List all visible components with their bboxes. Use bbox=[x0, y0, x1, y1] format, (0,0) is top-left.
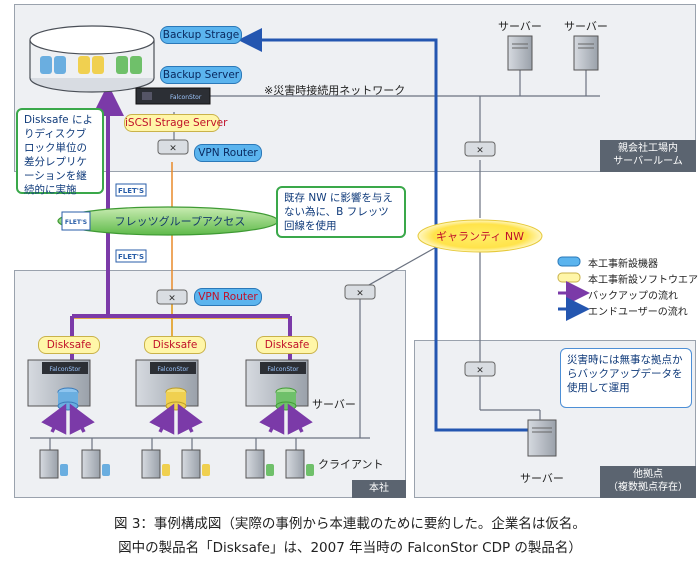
svg-text:✕: ✕ bbox=[356, 289, 364, 299]
flets-note: 既存 NW に影響を与えない為に、B フレッツ回線を使用 bbox=[276, 186, 406, 238]
branch-server-icon bbox=[527, 419, 557, 457]
top-server-2-label: サーバー bbox=[564, 20, 608, 33]
hq-server-1: FalconStor bbox=[27, 359, 91, 411]
hq-distribution bbox=[71, 304, 291, 336]
branch-note: 災害時には無事な拠点からバックアップデータを使用して運用 bbox=[560, 348, 692, 408]
legend-new-software: 本工事新設ソフトウエア bbox=[588, 275, 698, 286]
flets-logo-bottom: FLET'S bbox=[115, 249, 147, 263]
backup-strage-label: Backup Strage bbox=[160, 26, 242, 44]
backup-storage-icon bbox=[29, 25, 155, 93]
router-branch-icon: ✕ bbox=[464, 361, 496, 377]
svg-text:FLET'S: FLET'S bbox=[65, 219, 87, 226]
svg-text:✕: ✕ bbox=[169, 144, 177, 154]
iscsi-server-label: iSCSI Strage Server bbox=[124, 114, 227, 132]
zone-label-branch-text: 他拠点 （複数拠点存在） bbox=[608, 469, 688, 493]
client-lan bbox=[30, 437, 370, 450]
zone-label-headquarters-text: 本社 bbox=[369, 483, 389, 494]
emergency-network-label: ※災害時接続用ネットワーク bbox=[264, 84, 406, 97]
svg-text:FalconStor: FalconStor bbox=[157, 366, 189, 373]
hq-server-label: サーバー bbox=[312, 398, 356, 411]
vpn-router-top-label: VPN Router bbox=[194, 144, 262, 162]
legend-swatches bbox=[557, 256, 590, 321]
network-lines-guarantee bbox=[359, 244, 481, 438]
zone-label-branch: 他拠点 （複数拠点存在） bbox=[600, 466, 696, 498]
guarantee-nw-label: ギャランティ NW bbox=[436, 230, 524, 243]
svg-text:FalconStor: FalconStor bbox=[267, 366, 299, 373]
legend-new-device: 本工事新設機器 bbox=[588, 259, 658, 270]
zone-label-headquarters: 本社 bbox=[352, 480, 406, 498]
top-server-2 bbox=[573, 35, 599, 71]
legend-backup-flow: バックアップの流れ bbox=[588, 291, 678, 302]
legend-enduser-flow: エンドユーザーの流れ bbox=[588, 307, 688, 318]
client-label: クライアント bbox=[318, 458, 384, 471]
svg-text:✕: ✕ bbox=[476, 366, 484, 376]
disksafe-note: Disksafe によりディスクブロック単位の差分レプリケーションを継続的に実施 bbox=[16, 108, 104, 196]
caption-line-1: 図 3：事例構成図（実際の事例から本連載のために要約した。企業名は仮名。 bbox=[114, 516, 586, 532]
router-hq-right-icon: ✕ bbox=[344, 284, 376, 300]
zone-label-server-room-text: 親会社工場内 サーバールーム bbox=[613, 143, 683, 167]
disksafe-3-label: Disksafe bbox=[256, 336, 318, 354]
guarantee-nw-oval bbox=[417, 219, 543, 253]
client-backup-arrows bbox=[41, 403, 313, 435]
top-server-1 bbox=[507, 35, 533, 71]
disksafe-2-label: Disksafe bbox=[144, 336, 206, 354]
svg-text:FLET'S: FLET'S bbox=[118, 253, 144, 261]
flets-oval-logo bbox=[61, 211, 91, 231]
hq-server-2: FalconStor bbox=[135, 359, 199, 411]
client-pcs bbox=[39, 449, 314, 479]
hq-server-3: FalconStor bbox=[245, 359, 309, 411]
top-server-1-label: サーバー bbox=[498, 20, 542, 33]
falconstor-badge-top: FalconStor bbox=[170, 94, 202, 101]
vpn-router-hq-label: VPN Router bbox=[194, 288, 262, 306]
disksafe-1-label: Disksafe bbox=[38, 336, 100, 354]
svg-text:FLET'S: FLET'S bbox=[118, 187, 144, 195]
svg-text:✕: ✕ bbox=[168, 294, 176, 304]
backup-server-label: Backup Server bbox=[160, 66, 242, 84]
backup-server-icon: FalconStor bbox=[135, 87, 211, 105]
flets-group-label: フレッツグループアクセス bbox=[115, 214, 246, 228]
router-hq-icon: ✕ bbox=[156, 289, 188, 305]
caption-line-2: 図中の製品名「Disksafe」は、2007 年当時の FalconStor C… bbox=[118, 540, 582, 556]
router-top-right-icon: ✕ bbox=[464, 141, 496, 157]
router-top-icon: ✕ bbox=[157, 139, 189, 155]
zone-label-server-room: 親会社工場内 サーバールーム bbox=[600, 140, 696, 172]
branch-server-label: サーバー bbox=[520, 472, 564, 485]
flets-logo-top: FLET'S bbox=[115, 183, 147, 197]
svg-text:✕: ✕ bbox=[476, 146, 484, 156]
svg-text:FalconStor: FalconStor bbox=[49, 366, 81, 373]
